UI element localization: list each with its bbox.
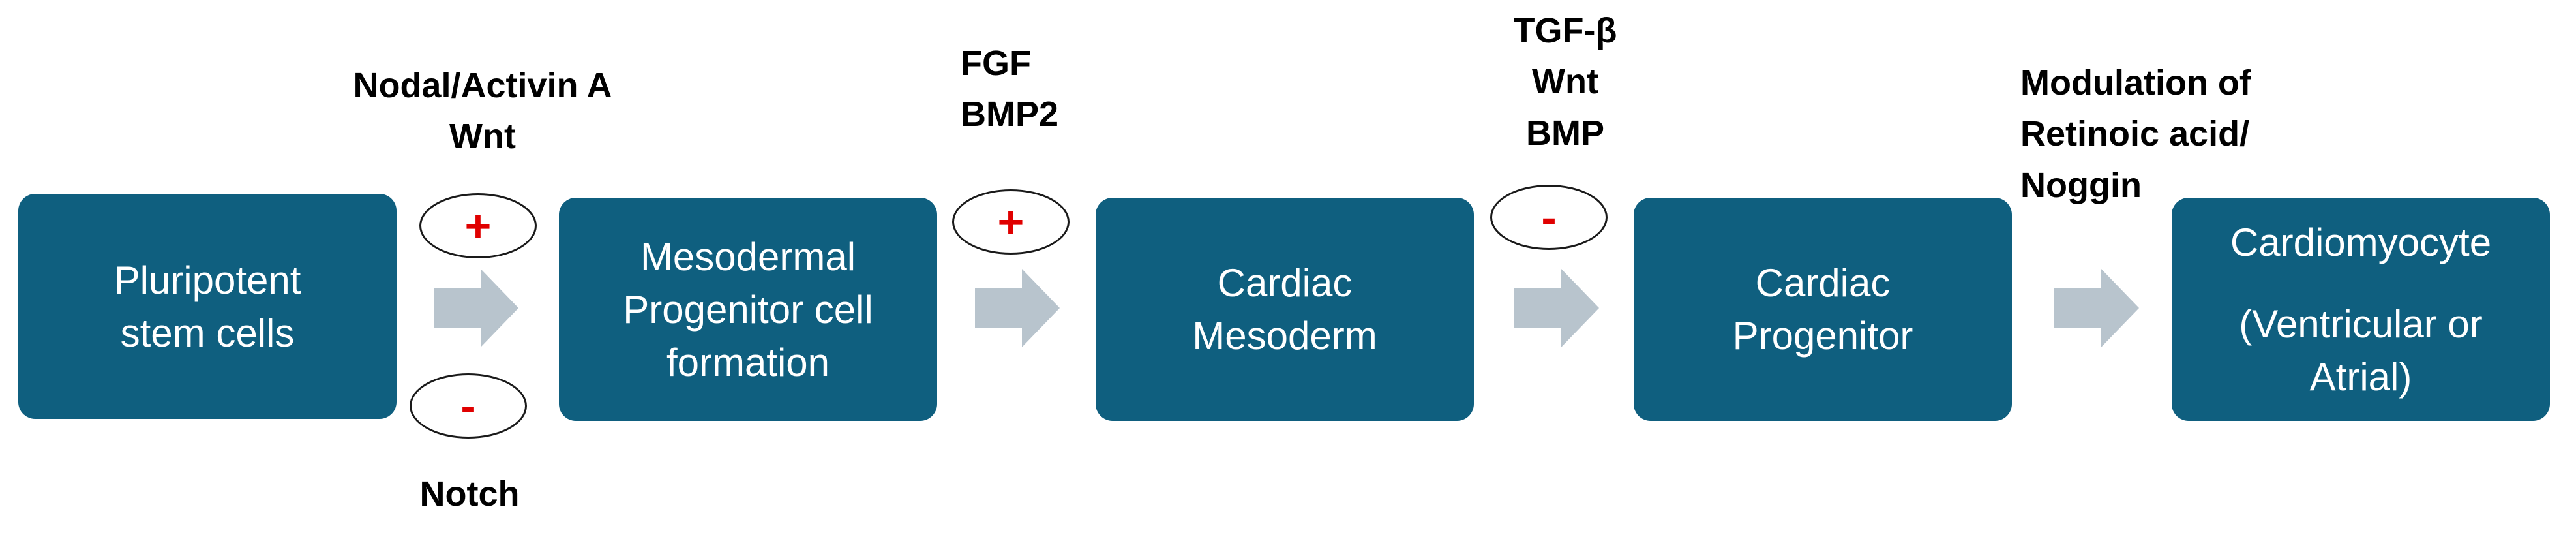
box-cardiac-mesoderm: Cardiac Mesoderm — [1096, 198, 1474, 421]
right-arrow-icon — [1514, 269, 1599, 347]
right-arrow-icon — [434, 269, 518, 347]
step2-top-label: FGF BMP2 — [961, 38, 1156, 140]
label-line: Wnt — [1532, 62, 1598, 102]
label-line: BMP2 — [961, 95, 1059, 134]
box-cardiomyocyte: Cardiomyocyte (Ventricular or Atrial) — [2172, 198, 2550, 421]
box-cardiac-progenitor: Cardiac Progenitor — [1634, 198, 2012, 421]
box-text-line: Pluripotent — [113, 258, 301, 302]
label-line: Modulation of — [2020, 63, 2251, 102]
step3-minus-sign: - — [1490, 185, 1608, 250]
step2-plus-sign: + — [952, 189, 1070, 255]
box-text-line: Cardiac — [1217, 261, 1353, 305]
label-line: Nodal/Activin A — [353, 66, 612, 105]
step3-top-label: TGF-β Wnt BMP — [1480, 5, 1650, 159]
box-text-line: Cardiac — [1755, 261, 1891, 305]
label-line: Notch — [419, 474, 520, 514]
step1-bottom-label: Notch — [365, 469, 574, 519]
step1-plus-sign: + — [419, 193, 537, 258]
label-line: Noggin — [2020, 165, 2142, 205]
box-pluripotent-stem-cells: Pluripotent stem cells — [18, 194, 397, 419]
box-text-line: Mesoderm — [1192, 314, 1377, 358]
step1-minus-sign: - — [410, 373, 527, 439]
box-text-line: Progenitor cell — [623, 287, 873, 332]
box-text-line: Cardiomyocyte — [2230, 220, 2492, 264]
label-line: BMP — [1526, 113, 1604, 153]
box-text-line: Mesodermal — [640, 234, 856, 279]
label-line: TGF-β — [1513, 11, 1617, 50]
box-text-line: (Ventricular or — [2239, 301, 2483, 346]
box-text-line: stem cells — [120, 311, 295, 355]
box-text-line: Atrial) — [2309, 354, 2412, 399]
box-mesodermal-progenitor: Mesodermal Progenitor cell formation — [559, 198, 937, 421]
right-arrow-icon — [2054, 269, 2139, 347]
box-text-line: Progenitor — [1732, 314, 1913, 358]
step1-top-label: Nodal/Activin A Wnt — [313, 60, 652, 162]
right-arrow-icon — [975, 269, 1060, 347]
label-line: Retinoic acid/ — [2020, 114, 2250, 154]
step4-top-label: Modulation of Retinoic acid/ Noggin — [2020, 57, 2333, 211]
label-line: FGF — [961, 44, 1031, 83]
box-text-line: formation — [666, 340, 830, 384]
label-line: Wnt — [449, 117, 516, 157]
